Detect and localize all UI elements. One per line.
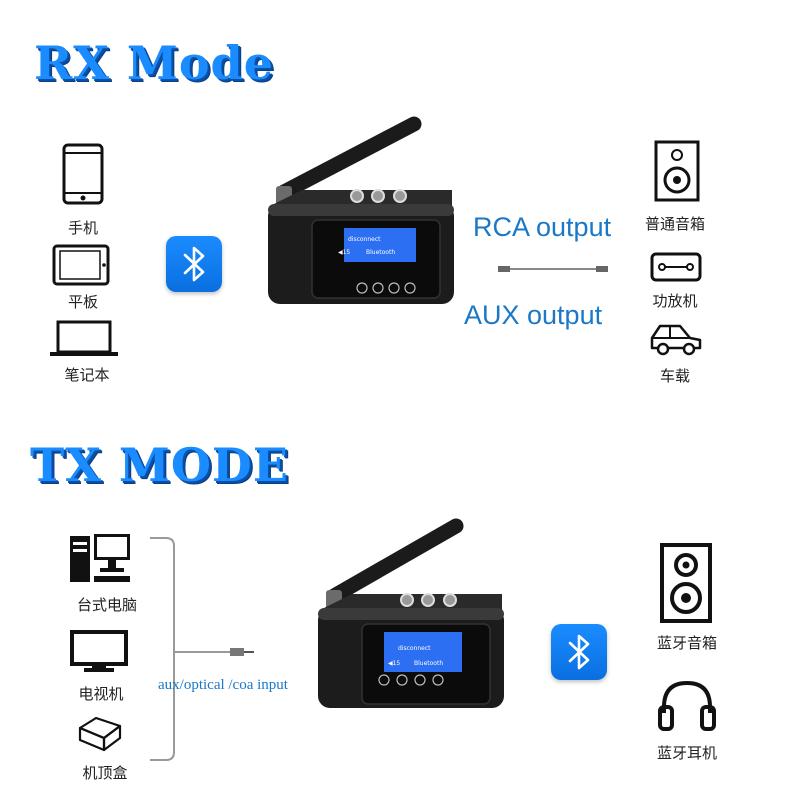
aux-cable-icon [498, 262, 608, 276]
speaker-icon [654, 140, 700, 202]
headphones-icon [656, 677, 718, 733]
rx-source-label-laptop: 笔记本 [64, 366, 110, 384]
tx-screen-mode: Bluetooth [414, 660, 444, 667]
rca-output-label: RCA output [473, 212, 612, 242]
tv-icon [70, 630, 128, 674]
phone-icon [62, 143, 104, 205]
tx-source-label-desktop: 台式电脑 [76, 596, 137, 614]
desktop-computer-icon [68, 530, 132, 584]
tx-output-label-bluetooth-speaker: 蓝牙音箱 [656, 634, 717, 652]
rx-output-label-car: 车载 [659, 367, 690, 385]
tx-source-label-tv: 电视机 [78, 685, 124, 703]
rx-screen-mode: Bluetooth [366, 249, 396, 256]
rx-bluetooth-icon [166, 236, 222, 292]
rx-screen-volume: ◀15 [338, 249, 351, 256]
rx-screen-status: disconnect [348, 236, 381, 243]
source-bracket [148, 536, 258, 762]
tx-screen-volume: ◀15 [388, 660, 401, 667]
tx-input-label: aux/optical /coa input [158, 677, 288, 693]
bluetooth-speaker-icon [660, 543, 712, 623]
tx-bluetooth-icon [551, 624, 607, 680]
tx-bluetooth-device [312, 514, 512, 714]
rx-mode-title: RX Mode [34, 36, 274, 90]
amplifier-icon [650, 252, 702, 282]
rx-source-label-phone: 手机 [67, 219, 98, 237]
car-icon [648, 322, 704, 358]
set-top-box-icon [76, 716, 124, 752]
tx-mode-title: TX MODE [30, 438, 289, 492]
tablet-icon [52, 244, 110, 286]
rx-source-label-tablet: 平板 [67, 293, 98, 311]
rx-output-label-speaker: 普通音箱 [644, 215, 705, 233]
rx-output-label-amplifier: 功放机 [652, 292, 698, 310]
tx-output-label-headphones: 蓝牙耳机 [656, 744, 717, 762]
rx-bluetooth-device [262, 110, 462, 310]
aux-output-label: AUX output [464, 300, 603, 330]
tx-screen-status: disconnect [398, 645, 431, 652]
tx-source-label-set-top-box: 机顶盒 [82, 764, 128, 782]
laptop-icon [48, 320, 120, 358]
